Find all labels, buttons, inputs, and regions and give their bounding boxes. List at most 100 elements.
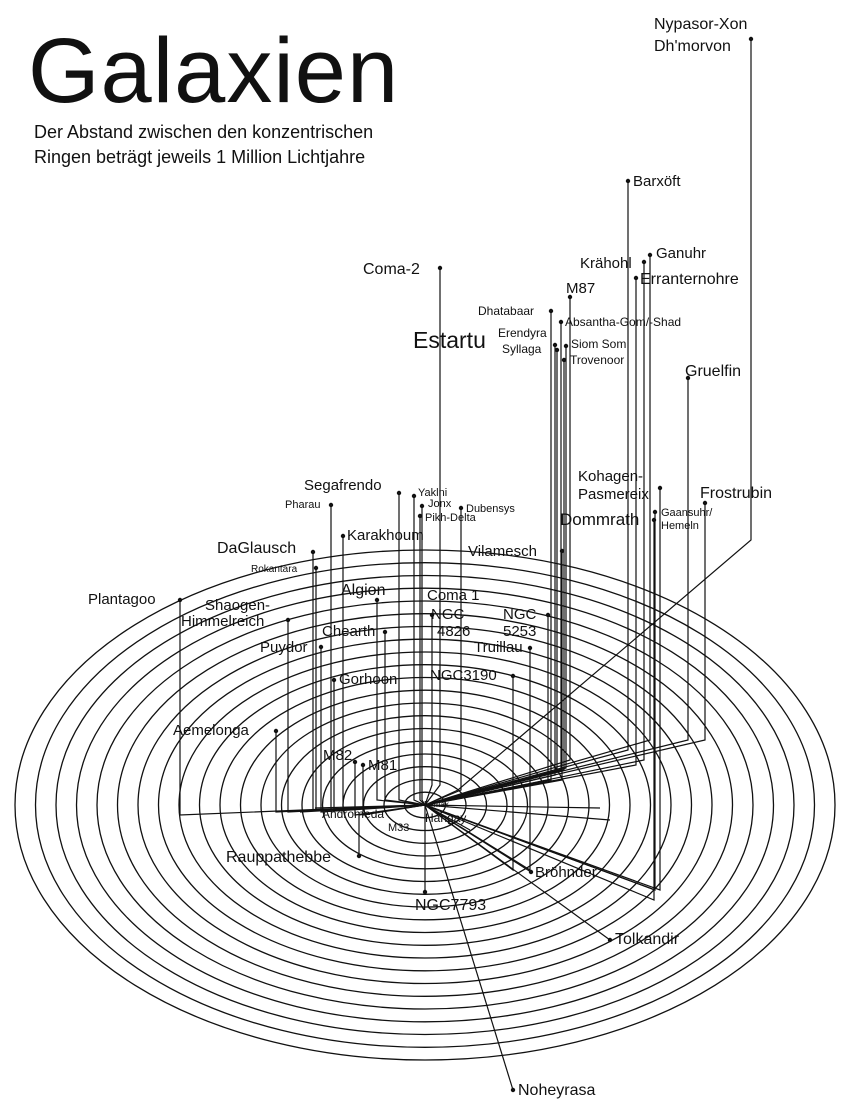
galaxy-label-4826: 4826	[437, 623, 470, 640]
galaxy-label-vilamesch: Vilamesch	[468, 543, 537, 560]
leader-line-broehnder	[424, 804, 532, 873]
galaxy-label-segafrendo: Segafrendo	[304, 477, 382, 494]
galaxy-marker-hemeln	[652, 509, 658, 515]
galaxy-marker-jonx	[419, 503, 425, 509]
galaxy-labels: Nypasor-XonDh'morvonBarxöftGanuhrKrähohl…	[88, 16, 772, 1099]
leader-line-coma-2	[424, 268, 441, 806]
galaxy-label-hangay: Hangay	[425, 811, 466, 825]
leader-line-5253	[424, 615, 549, 806]
galaxy-label-fornax: Fornax	[424, 800, 449, 809]
galaxy-label-coma-2: Coma-2	[363, 261, 420, 278]
galaxy-marker-erendyra	[552, 342, 558, 348]
cluster-spoke	[424, 804, 656, 891]
galaxy-marker-broehnder	[528, 869, 534, 875]
galaxy-label-erendyra: Erendyra	[498, 326, 547, 340]
galaxy-label-pikh-delta: Pikh-Delta	[425, 512, 477, 524]
cluster-spoke	[424, 804, 601, 809]
galaxy-marker-coma-2	[437, 265, 443, 271]
galaxy-markers	[177, 36, 754, 1093]
galaxy-label-coma-1: Coma 1	[427, 587, 480, 604]
galaxy-label-ganuhr: Ganuhr	[656, 245, 706, 262]
galaxy-marker-pikh-delta	[417, 513, 423, 519]
galaxy-marker-frostrubin	[702, 500, 708, 506]
subtitle-line-2: Ringen beträgt jeweils 1 Million Lichtja…	[34, 147, 365, 167]
leader-line-noheyrasa	[424, 804, 514, 1091]
page-title: Galaxien	[28, 20, 399, 122]
distance-ring	[96, 600, 754, 1010]
galaxy-label-m33: M33	[388, 822, 409, 834]
galaxy-label-siom-som: Siom Som	[571, 337, 626, 351]
galaxy-marker-m81	[360, 762, 366, 768]
galaxy-label-nypasor-xon: Nypasor-Xon	[654, 16, 747, 33]
galaxy-label-dubensys: Dubensys	[466, 503, 515, 515]
distance-ring	[34, 562, 816, 1048]
galaxy-label-aemelonga: Aemelonga	[173, 722, 250, 739]
galaxy-label-dhatabaar: Dhatabaar	[478, 304, 534, 318]
galaxy-label-himmelreich: Himmelreich	[181, 613, 264, 630]
galaxy-label-m87: M87	[566, 280, 595, 297]
galaxy-marker-pasmereix	[657, 485, 663, 491]
distance-ring	[116, 613, 734, 997]
leader-line-chearth	[384, 632, 426, 806]
galaxy-label-puydor: Puydor	[260, 639, 308, 656]
galaxy-marker-erranternohre	[633, 275, 639, 281]
distance-ring	[157, 638, 693, 972]
cluster-spoke	[424, 804, 471, 831]
galaxy-label-tolkandir: Tolkandir	[615, 931, 680, 948]
leader-line-dommrath	[424, 520, 655, 901]
galaxy-label-ngc-2: NGC	[503, 606, 537, 623]
galaxy-label-plantagoo: Plantagoo	[88, 591, 156, 608]
galaxy-label-frostrubin: Frostrubin	[700, 485, 772, 502]
distance-ring	[178, 651, 672, 959]
galaxy-marker-algion	[374, 597, 380, 603]
galaxy-marker-vilamesch	[559, 548, 565, 554]
galaxy-label-dommrath: Dommrath	[560, 510, 639, 529]
galaxy-label-shaogen: Shaogen-	[205, 597, 270, 614]
leader-line-frostrubin	[424, 503, 706, 806]
leader-line-ngc	[424, 615, 433, 806]
distance-ring	[280, 715, 570, 895]
galaxy-marker-gorhoon	[331, 677, 337, 683]
leader-line-syllaga	[424, 350, 558, 806]
galaxy-label-truillau: Truillau	[474, 639, 523, 656]
leader-line-yaklni	[413, 496, 426, 806]
distance-ring	[219, 676, 631, 934]
galaxy-marker-rauppathebbe	[356, 853, 362, 859]
leader-line-pikh-delta	[419, 516, 426, 806]
galaxy-label-pasmereix: Pasmereix	[578, 486, 649, 503]
leader-line-m87	[424, 297, 571, 806]
galaxy-marker-puydor	[318, 644, 324, 650]
galaxy-marker-truillau	[527, 645, 533, 651]
galaxy-label-chearth: Chearth	[322, 623, 375, 640]
galaxy-marker-dommrath	[651, 517, 657, 523]
galaxy-marker-m82	[352, 759, 358, 765]
cluster-spoke	[424, 804, 611, 821]
galaxy-marker-dhatabaar	[548, 308, 554, 314]
galaxy-marker-noheyrasa	[510, 1087, 516, 1093]
distance-ring	[198, 664, 652, 946]
galaxy-label-trovenoor: Trovenoor	[570, 353, 624, 367]
galaxy-label-5253: 5253	[503, 623, 536, 640]
galaxy-label-andromeda: Andromeda	[322, 807, 384, 821]
distance-ring	[260, 702, 590, 908]
galaxy-label-erranternohre: Erranternohre	[640, 271, 739, 288]
galaxy-label-gruelfin: Gruelfin	[685, 363, 741, 380]
galaxy-label-rauppathebbe: Rauppathebbe	[226, 849, 331, 866]
galaxy-label-rokantara: Rokantara	[251, 564, 298, 575]
leader-line-dubensys	[424, 508, 462, 806]
galaxy-marker-kraehohl	[641, 259, 647, 265]
galaxy-marker-yaklni	[411, 493, 417, 499]
leader-line-ngc3190	[424, 676, 514, 872]
galaxy-marker-chearth	[382, 629, 388, 635]
distance-ring	[55, 574, 795, 1036]
leader-line-pasmereix	[424, 488, 661, 891]
galaxy-marker-dubensys	[458, 505, 464, 511]
distance-ring	[239, 689, 611, 921]
galaxy-label-hemeln: Hemeln	[661, 520, 699, 532]
galaxy-label-gaansuhr: Gaansuhr/	[661, 507, 713, 519]
leader-line-jonx	[421, 506, 426, 806]
galaxy-label-estartu: Estartu	[413, 327, 486, 353]
galaxy-marker-ganuhr	[647, 252, 653, 258]
subtitle-line-1: Der Abstand zwischen den konzentrischen	[34, 122, 373, 142]
